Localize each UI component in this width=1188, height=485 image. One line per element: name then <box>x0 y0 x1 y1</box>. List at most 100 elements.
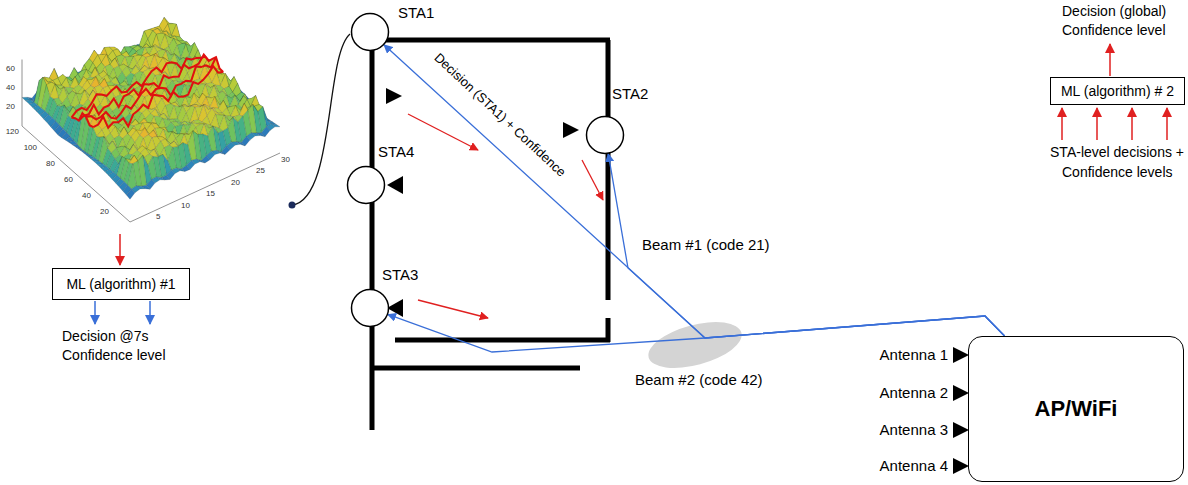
axis-tick: 25 <box>256 166 265 176</box>
axis-tick: 5 <box>156 212 160 222</box>
surface-cell <box>126 189 135 199</box>
station-label: STA4 <box>378 143 414 161</box>
surface-cell <box>50 84 59 99</box>
input-arrow <box>1131 108 1133 140</box>
surface-cell <box>87 155 96 158</box>
wall <box>370 40 375 430</box>
output-arrow <box>94 301 96 324</box>
wall <box>372 38 610 43</box>
antenna-label: Antenna 1 <box>880 346 948 364</box>
circle-outline <box>350 288 390 328</box>
station-node: STA3 <box>350 288 390 328</box>
beam-label: Beam #1 (code 21) <box>642 236 770 254</box>
output-arrow <box>149 301 151 324</box>
beam-lobe <box>643 313 746 376</box>
selection-strip <box>79 55 209 121</box>
surface-plot <box>22 17 280 222</box>
wall <box>395 338 610 343</box>
ml-box: ML (algorithm) #1 <box>52 268 190 300</box>
selection-strip <box>202 57 224 72</box>
axis-line <box>22 60 23 127</box>
axis-tick: 120 <box>6 127 19 137</box>
station-node: STA4 <box>346 165 386 205</box>
surface-cell <box>231 106 240 117</box>
selection-strip <box>72 113 94 127</box>
axis-tick: 20 <box>100 207 109 217</box>
axis-tick: 40 <box>6 83 15 93</box>
antenna-symbol <box>953 422 969 438</box>
circle-outline <box>350 12 390 52</box>
surface-cell <box>69 140 78 144</box>
axis-tick: 100 <box>24 143 37 153</box>
antenna-label: Antenna 3 <box>880 421 948 439</box>
wall <box>372 366 580 371</box>
surface-cell <box>128 164 137 189</box>
box-label: AP/WiFi <box>1035 396 1118 422</box>
axis-tick: 60 <box>64 175 73 185</box>
input-arrow <box>119 234 121 265</box>
output-arrow <box>1109 44 1111 76</box>
input-arrow <box>1096 108 1098 140</box>
surface-cell <box>72 145 81 149</box>
station-circle <box>352 14 389 51</box>
uplink-arrow <box>408 114 478 150</box>
station-label: STA1 <box>398 4 434 22</box>
uplink-arrow <box>582 160 603 200</box>
beam-link <box>608 154 1004 338</box>
beam-label: Beam #2 (code 42) <box>635 371 763 389</box>
station-label: STA3 <box>382 266 418 284</box>
uplink-arrow <box>418 300 488 318</box>
axis-tick: 15 <box>206 189 215 199</box>
input-label: Confidence levels <box>1062 164 1173 181</box>
surface-cell <box>210 97 219 109</box>
axis-tick: 10 <box>181 201 190 211</box>
ml-box: ML (algorithm) # 2 <box>1050 77 1185 105</box>
surface-cell <box>170 64 179 77</box>
antenna-symbol <box>387 299 403 317</box>
cable-dot <box>289 202 296 209</box>
box-label: ML (algorithm) #1 <box>66 276 175 293</box>
output-label: Decision (global) <box>1062 3 1166 20</box>
output-label: Confidence level <box>62 347 166 364</box>
circle-outline <box>346 165 386 205</box>
station-node: STA2 <box>585 115 625 155</box>
antenna-symbol <box>953 385 969 401</box>
station-circle <box>587 117 624 154</box>
station-circle <box>348 167 385 204</box>
surface-cell <box>76 147 85 151</box>
cable-line <box>292 34 350 205</box>
output-label: Confidence level <box>1062 22 1166 39</box>
surface-cell <box>171 24 180 37</box>
axis-tick: 30 <box>281 155 290 165</box>
ap-antennas <box>953 347 969 474</box>
antenna-symbol <box>386 88 402 104</box>
antenna-symbol <box>563 122 579 138</box>
output-label: Decision @7s <box>62 328 149 345</box>
circle-outline <box>585 115 625 155</box>
axis-tick: 20 <box>231 178 240 188</box>
surface-cell <box>181 44 190 59</box>
axis-tick: 60 <box>6 64 15 74</box>
input-arrow <box>1061 108 1063 140</box>
selection-strip <box>86 57 216 119</box>
station-node: STA1 <box>350 12 390 52</box>
axis-tick: 80 <box>46 159 55 169</box>
access-point-box: AP/WiFi <box>968 336 1184 482</box>
station-circle <box>352 290 389 327</box>
antenna-symbol <box>387 176 403 194</box>
antenna-symbol <box>953 347 969 363</box>
surface-cell <box>160 34 169 50</box>
uplink-label: Decision (STA1) + Confidence <box>431 50 569 180</box>
station-label: STA2 <box>612 85 648 103</box>
input-arrow <box>1166 108 1168 140</box>
box-label: ML (algorithm) # 2 <box>1061 83 1174 100</box>
axis-tick: 20 <box>6 102 15 112</box>
wall <box>606 40 611 300</box>
surface-cell <box>169 106 178 120</box>
antenna-label: Antenna 2 <box>880 384 948 402</box>
antenna-label: Antenna 4 <box>880 457 948 475</box>
input-label: STA-level decisions + <box>1050 144 1184 161</box>
selection-strip <box>72 58 202 118</box>
